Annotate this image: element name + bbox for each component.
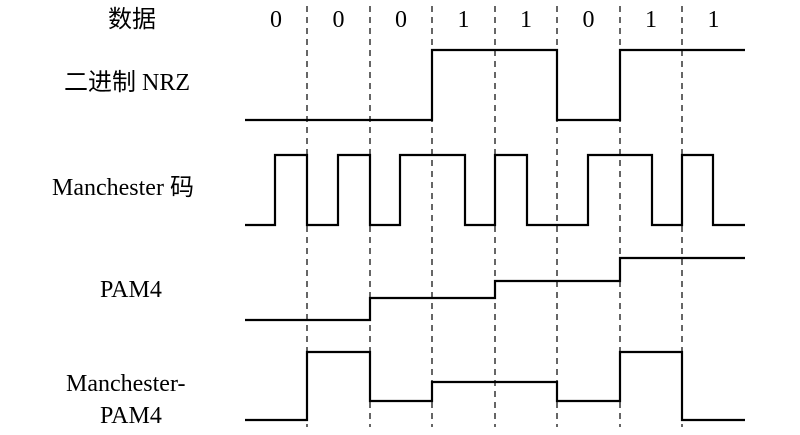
row-label-pam4: PAM4 — [100, 277, 162, 303]
nrz-waveform — [245, 48, 745, 122]
bit-label: 0 — [270, 7, 282, 33]
manchester-pam4-waveform — [245, 350, 745, 422]
row-label-manchester-pam4: Manchester- PAM4 — [66, 371, 191, 429]
row-label-manchester: Manchester 码 — [52, 175, 194, 201]
bit-label: 1 — [520, 7, 532, 33]
manchester-waveform — [245, 153, 745, 227]
bit-label: 1 — [458, 7, 470, 33]
bit-label: 0 — [583, 7, 595, 33]
bit-labels: 0 0 0 1 1 0 1 1 — [270, 7, 720, 33]
bit-label: 1 — [708, 7, 720, 33]
row-label-nrz: 二进制 NRZ — [64, 69, 190, 96]
pam4-waveform — [245, 256, 745, 322]
bit-label: 0 — [333, 7, 345, 33]
bit-label: 0 — [395, 7, 407, 33]
bit-label: 1 — [645, 7, 657, 33]
data-header-label: 数据 — [108, 6, 156, 33]
